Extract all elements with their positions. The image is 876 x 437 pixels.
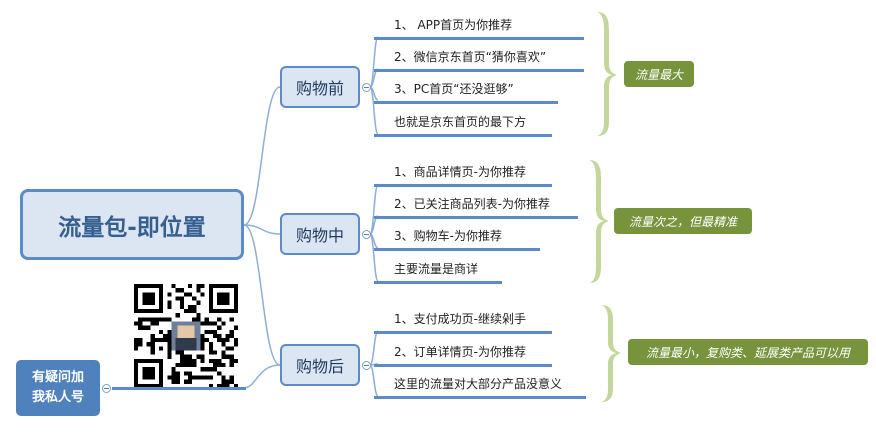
topic-item[interactable]: 1、 APP首页为你推荐 xyxy=(374,14,584,40)
collapse-toggle-icon[interactable] xyxy=(362,230,371,239)
collapse-toggle-icon[interactable] xyxy=(102,384,111,393)
contact-underline xyxy=(112,387,246,390)
contact-line-to-qr xyxy=(244,365,280,388)
qr-code-image xyxy=(134,284,238,388)
topic-item[interactable]: 1、商品详情页-为你推荐 xyxy=(374,161,552,187)
contact-note[interactable]: 有疑问加 我私人号 xyxy=(16,360,100,416)
topic-item[interactable]: 主要流量是商详 xyxy=(374,258,502,284)
topic-item[interactable]: 2、微信京东首页“猜你喜欢” xyxy=(374,46,584,72)
collapse-toggle-icon[interactable] xyxy=(362,83,371,92)
topic-item[interactable]: 这里的流量对大部分产品没意义 xyxy=(374,373,586,399)
topic-item[interactable]: 2、订单详情页-为你推荐 xyxy=(374,341,552,367)
root-to-before-line xyxy=(244,87,280,225)
summary-label[interactable]: 流量最大 xyxy=(624,61,694,87)
branch-before-purchase[interactable]: 购物前 xyxy=(280,66,360,108)
contact-line-2: 我私人号 xyxy=(32,388,84,408)
summary-label[interactable]: 流量次之，但最精准 xyxy=(614,208,752,234)
after-brace xyxy=(601,305,621,402)
root-to-after-line xyxy=(244,225,280,365)
collapse-toggle-icon[interactable] xyxy=(362,361,371,370)
topic-item[interactable]: 3、PC首页“还没逛够” xyxy=(374,78,558,104)
branch-during-purchase[interactable]: 购物中 xyxy=(280,213,360,255)
topic-item[interactable]: 2、已关注商品列表-为你推荐 xyxy=(374,193,578,219)
branch-after-purchase[interactable]: 购物后 xyxy=(280,344,360,386)
topic-item[interactable]: 1、支付成功页-继续剁手 xyxy=(374,308,552,334)
summary-label[interactable]: 流量最小，复购类、延展类产品可以用 xyxy=(628,339,868,365)
root-topic[interactable]: 流量包-即位置 xyxy=(20,189,244,260)
topic-item[interactable]: 3、购物车-为你推荐 xyxy=(374,225,540,251)
during-brace xyxy=(589,160,609,283)
before-brace xyxy=(597,12,617,136)
topic-item[interactable]: 也就是京东首页的最下方 xyxy=(374,111,552,137)
contact-line-1: 有疑问加 xyxy=(32,368,84,388)
